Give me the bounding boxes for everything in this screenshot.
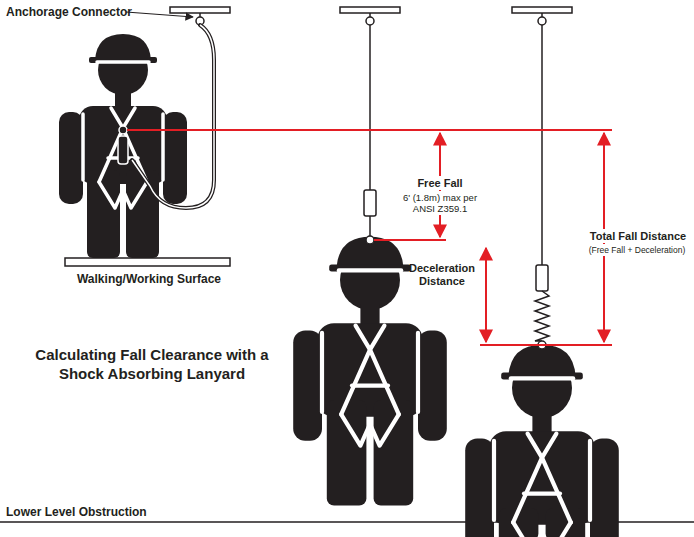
worker-standing <box>59 34 187 258</box>
anchor-bars <box>170 7 572 25</box>
lanyard-slack-highlight <box>118 25 214 208</box>
free-fall-label: Free Fall <box>412 176 468 190</box>
diagram-title: Calculating Fall Clearance with a Shock … <box>12 345 292 383</box>
dimension-lines <box>127 130 612 345</box>
obstruction-band <box>0 522 694 537</box>
surface-label: Walking/Working Surface <box>66 272 232 286</box>
leader-arrow <box>126 12 193 17</box>
lanyard-deployed <box>535 25 549 349</box>
deceleration-label: Deceleration Distance <box>404 262 480 288</box>
lanyard-slack <box>132 25 214 208</box>
worker-decelerated <box>465 345 619 537</box>
total-fall-note: (Free Fall + Deceleration) <box>579 244 694 256</box>
lanyard-taut <box>364 25 376 244</box>
walking-surface <box>65 258 230 266</box>
free-fall-note: 6' (1.8m) max per ANSI Z359.1 <box>394 191 486 215</box>
obstruction-label: Lower Level Obstruction <box>6 505 147 519</box>
total-fall-label: Total Fall Distance <box>582 229 694 243</box>
anchorage-label: Anchorage Connector <box>6 5 132 19</box>
